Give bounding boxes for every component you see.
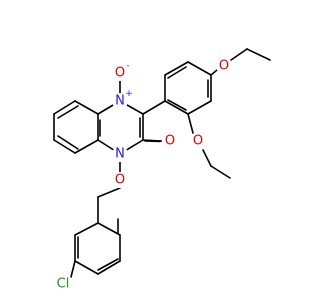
atom-label: O xyxy=(193,134,203,149)
atom-n-amide: N xyxy=(112,146,128,162)
bond xyxy=(53,139,76,154)
atom-label: Cl xyxy=(57,277,70,292)
double-bond-line xyxy=(97,258,119,271)
atom-o-carbonyl: O xyxy=(162,133,178,149)
atom-label: O xyxy=(115,66,125,81)
double-bond-line xyxy=(167,99,187,111)
atom-o-oxide: O - xyxy=(112,61,130,81)
bond xyxy=(53,100,76,115)
bond xyxy=(74,222,99,236)
bond xyxy=(74,100,99,115)
atom-o-ethoxy-para: O xyxy=(216,58,232,74)
bond xyxy=(164,100,189,115)
bond xyxy=(164,61,189,76)
bond xyxy=(230,48,248,61)
double-bond-line xyxy=(57,135,79,150)
bond xyxy=(74,139,99,154)
bond xyxy=(246,48,271,61)
bond-lines xyxy=(53,48,271,278)
atom-label: O xyxy=(115,173,125,188)
bond xyxy=(142,100,166,115)
double-bond-line xyxy=(167,66,187,79)
atom-label: O xyxy=(165,134,175,149)
bond xyxy=(97,260,121,275)
atom-o-ethoxy-ortho: O xyxy=(190,133,206,149)
atom-o-benzyloxy: O xyxy=(112,172,128,188)
bond xyxy=(187,61,212,76)
double-bond-line xyxy=(57,105,79,119)
bond xyxy=(74,260,99,275)
molecule-diagram: N + O - N O O O O Cl xyxy=(53,48,271,294)
bond xyxy=(70,260,76,278)
bond xyxy=(210,69,218,76)
bond xyxy=(202,149,212,167)
atom-charge: - xyxy=(126,61,129,71)
bond xyxy=(187,100,212,115)
atom-label: N xyxy=(115,147,125,162)
atom-labels: N + O - N O O O O Cl xyxy=(53,58,232,294)
atom-cl: Cl xyxy=(53,274,73,294)
atom-label: O xyxy=(219,59,229,74)
bond xyxy=(187,113,194,134)
double-bond-line xyxy=(144,140,161,143)
bond xyxy=(97,187,121,198)
bond xyxy=(210,165,231,179)
atom-n-oxide: N + xyxy=(112,89,133,109)
bond xyxy=(97,222,121,236)
atom-charge: + xyxy=(125,89,133,99)
atom-label: N xyxy=(115,94,125,109)
